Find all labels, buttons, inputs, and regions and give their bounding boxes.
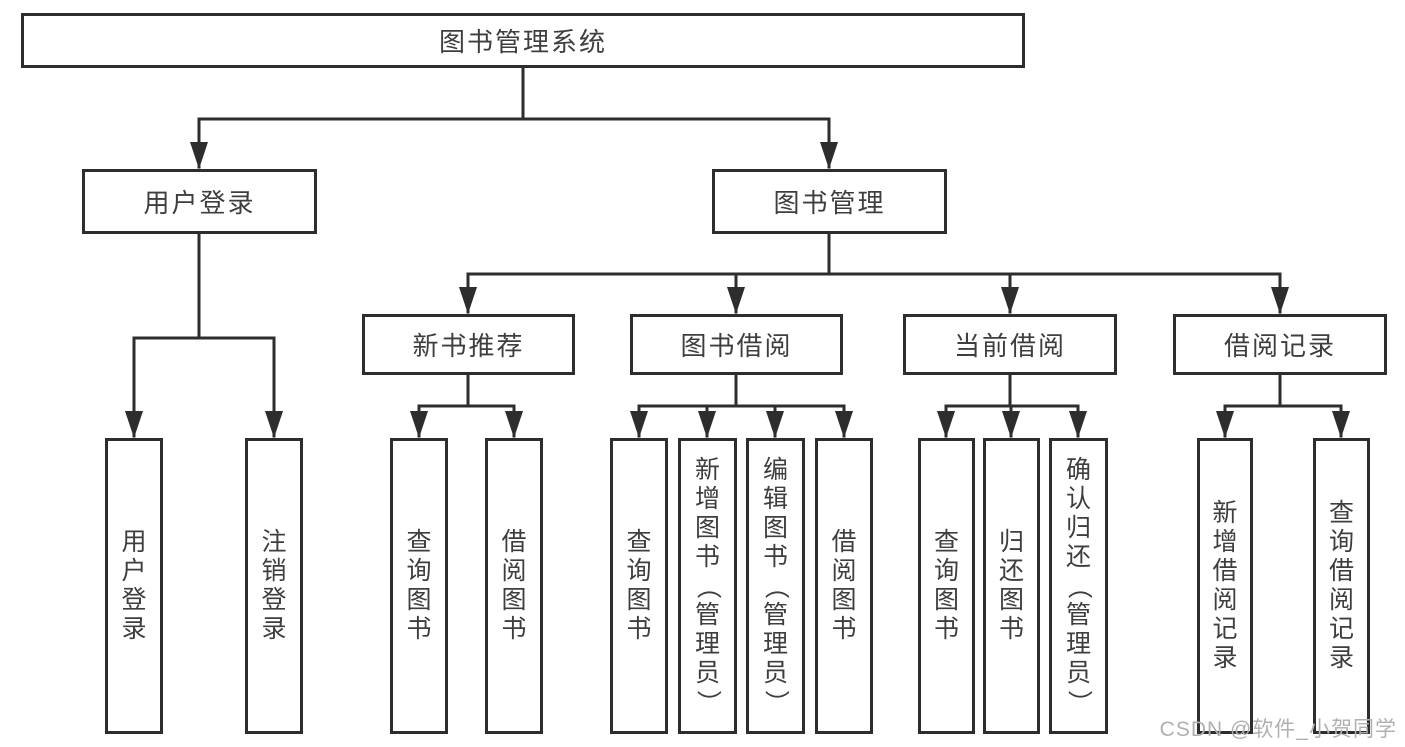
watermark: CSDN @软件_小贺同学 xyxy=(1159,718,1397,741)
leaf-recommend-query-books: 查询图书 xyxy=(390,438,448,734)
node-new-book-recommend-label: 新书推荐 xyxy=(412,331,525,361)
leaf-recommend-borrow-books: 借阅图书 xyxy=(485,438,543,734)
leaf-confirm-return-admin: 确认归还（管理员） xyxy=(1049,438,1108,734)
leaf-add-borrow-record: 新增借阅记录 xyxy=(1197,438,1253,734)
node-current-borrow: 当前借阅 xyxy=(903,314,1117,375)
leaf-borrow-query-books-label: 查询图书 xyxy=(626,528,652,643)
leaf-user-login-label: 用户登录 xyxy=(121,528,147,643)
leaf-current-query-books-label: 查询图书 xyxy=(933,528,959,643)
leaf-user-login: 用户登录 xyxy=(105,438,163,734)
leaf-logout: 注销登录 xyxy=(245,438,303,734)
node-borrow-records-label: 借阅记录 xyxy=(1223,331,1336,361)
node-book-management-label: 图书管理 xyxy=(773,188,886,218)
leaf-add-borrow-record-label: 新增借阅记录 xyxy=(1212,499,1238,672)
leaf-query-borrow-record: 查询借阅记录 xyxy=(1313,438,1370,734)
leaf-recommend-query-books-label: 查询图书 xyxy=(406,528,432,643)
leaf-current-query-books: 查询图书 xyxy=(918,438,975,734)
leaf-edit-books-admin: 编辑图书（管理员） xyxy=(746,438,805,734)
leaf-return-books: 归还图书 xyxy=(983,438,1040,734)
leaf-borrow-books: 借阅图书 xyxy=(815,438,873,734)
node-book-borrow-label: 图书借阅 xyxy=(680,331,793,361)
leaf-recommend-borrow-books-label: 借阅图书 xyxy=(501,528,527,643)
leaf-edit-books-admin-label: 编辑图书（管理员） xyxy=(761,455,790,715)
leaf-return-books-label: 归还图书 xyxy=(998,528,1024,643)
node-root: 图书管理系统 xyxy=(21,13,1025,68)
node-user-login: 用户登录 xyxy=(82,169,317,234)
leaf-logout-label: 注销登录 xyxy=(261,528,287,643)
leaf-query-borrow-record-label: 查询借阅记录 xyxy=(1328,499,1354,672)
leaf-add-books-admin-label: 新增图书（管理员） xyxy=(693,455,722,715)
node-borrow-records: 借阅记录 xyxy=(1173,314,1387,375)
node-user-login-label: 用户登录 xyxy=(143,188,256,218)
leaf-add-books-admin: 新增图书（管理员） xyxy=(678,438,737,734)
node-root-label: 图书管理系统 xyxy=(438,27,607,57)
node-new-book-recommend: 新书推荐 xyxy=(362,314,575,375)
leaf-borrow-books-label: 借阅图书 xyxy=(831,528,857,643)
node-book-management: 图书管理 xyxy=(712,169,947,234)
leaf-confirm-return-admin-label: 确认归还（管理员） xyxy=(1064,455,1093,715)
node-current-borrow-label: 当前借阅 xyxy=(953,331,1066,361)
node-book-borrow: 图书借阅 xyxy=(630,314,843,375)
leaf-borrow-query-books: 查询图书 xyxy=(610,438,668,734)
